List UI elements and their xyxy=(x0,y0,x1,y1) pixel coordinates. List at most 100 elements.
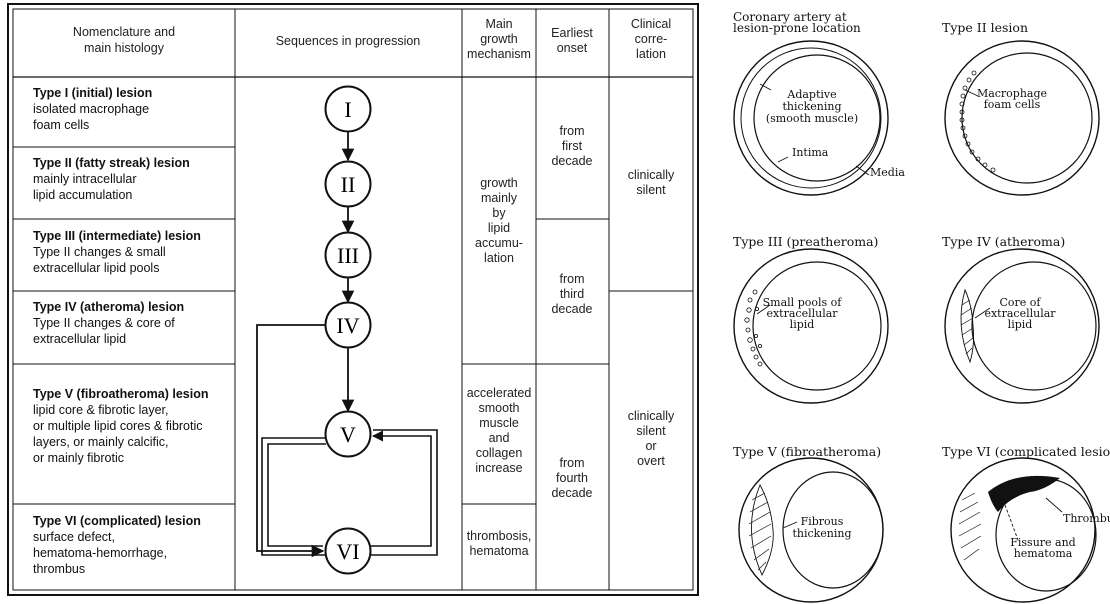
row-type-1-line-1: isolated macrophage xyxy=(33,102,149,116)
mechanism-smooth-muscle-line-2: smooth xyxy=(479,401,520,415)
artery-media-line xyxy=(740,47,882,189)
header-clinical-line-1: Clinical xyxy=(631,17,671,31)
header-nomenclature: Nomenclature and main histology xyxy=(73,25,175,55)
mechanism-lipid-line-1: growth xyxy=(480,176,518,190)
panel-type-vi-title: Type VI (complicated lesion) xyxy=(942,444,1110,459)
header-mechanism-line-3: mechanism xyxy=(467,47,531,61)
type-iv-pointer xyxy=(974,307,991,319)
onset-third-line-1: from xyxy=(560,272,585,286)
row-type-6-line-1: surface defect, xyxy=(33,530,115,544)
mechanism-smooth-muscle-line-3: muscle xyxy=(479,416,519,430)
mechanism-lipid-line-2: mainly xyxy=(481,191,518,205)
panel-type-vi: Type VI (complicated lesion) Thrombus Fi… xyxy=(942,444,1110,603)
type-iv-lipid-core xyxy=(960,288,975,364)
mechanism-lipid-line-6: lation xyxy=(484,251,514,265)
clinical-silent-line-1: clinically xyxy=(628,168,675,182)
panel-coronary-title-line-2: lesion-prone location xyxy=(733,21,861,35)
header-clinical-line-3: lation xyxy=(636,47,666,61)
type-iii-label-line-2: extracellular xyxy=(766,307,838,320)
artery-lumen xyxy=(753,54,881,182)
type-vi-fissure-line-2: hematoma xyxy=(1014,547,1073,560)
header-sequences-line-1: Sequences in progression xyxy=(276,34,421,48)
row-type-5-line-2: or multiple lipid cores & fibrotic xyxy=(33,419,203,433)
type-vi-fissure-pointer xyxy=(1004,504,1019,541)
row-type-2-line-2: lipid accumulation xyxy=(33,188,132,202)
progression-nodes: I II III IV V VI xyxy=(324,85,372,575)
node-i: I xyxy=(324,85,372,133)
onset-fourth-line-2: fourth xyxy=(556,471,588,485)
row-type-5-line-3: layers, or mainly calcific, xyxy=(33,435,168,449)
panel-coronary-label-media: Media xyxy=(870,166,905,179)
type-ii-label-line-1: Macrophage xyxy=(977,87,1047,100)
type-iii-label-line-3: lipid xyxy=(790,318,815,331)
type-vi-thrombus-pointer xyxy=(1045,497,1063,513)
type-ii-pointer xyxy=(964,89,979,97)
node-v-label: V xyxy=(340,422,356,447)
onset-fourth-line-1: from xyxy=(560,456,585,470)
node-v: V xyxy=(324,410,372,458)
mechanism-smooth-muscle-line-5: collagen xyxy=(476,446,523,460)
type-vi-outer-wall xyxy=(950,457,1096,603)
table-outer-border xyxy=(7,3,699,596)
mechanism-lipid-line-5: accumu- xyxy=(475,236,523,250)
type-ii-lumen xyxy=(961,52,1093,184)
row-type-6-line-2: hematoma-hemorrhage, xyxy=(33,546,167,560)
header-nomenclature-line-1: Nomenclature and xyxy=(73,25,175,39)
node-ii-label: II xyxy=(341,172,356,197)
type-iv-label-line-3: lipid xyxy=(1008,318,1033,331)
row-type-3-title: Type III (intermediate) lesion xyxy=(33,229,201,243)
mechanism-thrombosis-line-2: hematoma xyxy=(469,544,528,558)
row-type-2-title: Type II (fatty streak) lesion xyxy=(33,156,190,170)
panel-type-v-title: Type V (fibroatheroma) xyxy=(733,444,881,459)
type-iv-core-hatch xyxy=(960,299,974,355)
header-nomenclature-line-2: main histology xyxy=(84,41,165,55)
node-iii: III xyxy=(324,231,372,279)
node-ii: II xyxy=(324,160,372,208)
mechanism-smooth-muscle-line-1: accelerated xyxy=(467,386,532,400)
panel-coronary-label-intima: Intima xyxy=(792,146,829,159)
type-v-pointer xyxy=(782,521,798,529)
header-onset-line-2: onset xyxy=(557,41,588,55)
type-v-lumen xyxy=(782,471,884,589)
header-onset-line-1: Earliest xyxy=(551,26,593,40)
panel-coronary-title-line-1: Coronary artery at xyxy=(733,10,847,24)
row-type-1-title: Type I (initial) lesion xyxy=(33,86,152,100)
clinical-silent-line-2: silent xyxy=(636,183,666,197)
header-clinical-line-2: corre- xyxy=(635,32,668,46)
type-iv-lumen xyxy=(971,261,1097,391)
type-iii-pointer xyxy=(756,304,771,315)
label-thickening-line-3: (smooth muscle) xyxy=(766,112,858,125)
type-iii-lipid-pools xyxy=(744,289,763,367)
type-iv-label-line-2: extracellular xyxy=(984,307,1056,320)
mechanism-lipid-line-3: by xyxy=(492,206,506,220)
type-iii-outer-wall xyxy=(733,248,889,404)
onset-third-line-3: decade xyxy=(551,302,592,316)
clinical-overt-line-3: or xyxy=(645,439,656,453)
row-type-2-line-1: mainly intracellular xyxy=(33,172,137,186)
node-iv: IV xyxy=(324,301,372,349)
label-thickening-line-2: thickening xyxy=(782,100,841,113)
mechanism-thrombosis: thrombosis,hematoma xyxy=(467,529,532,558)
type-v-label-line-1: Fibrous xyxy=(801,515,844,528)
type-ii-outer-wall xyxy=(944,40,1100,196)
header-sequences: Sequences in progression xyxy=(276,34,421,48)
type-iii-lumen xyxy=(752,261,882,391)
row-type-1-line-2: foam cells xyxy=(33,118,89,132)
